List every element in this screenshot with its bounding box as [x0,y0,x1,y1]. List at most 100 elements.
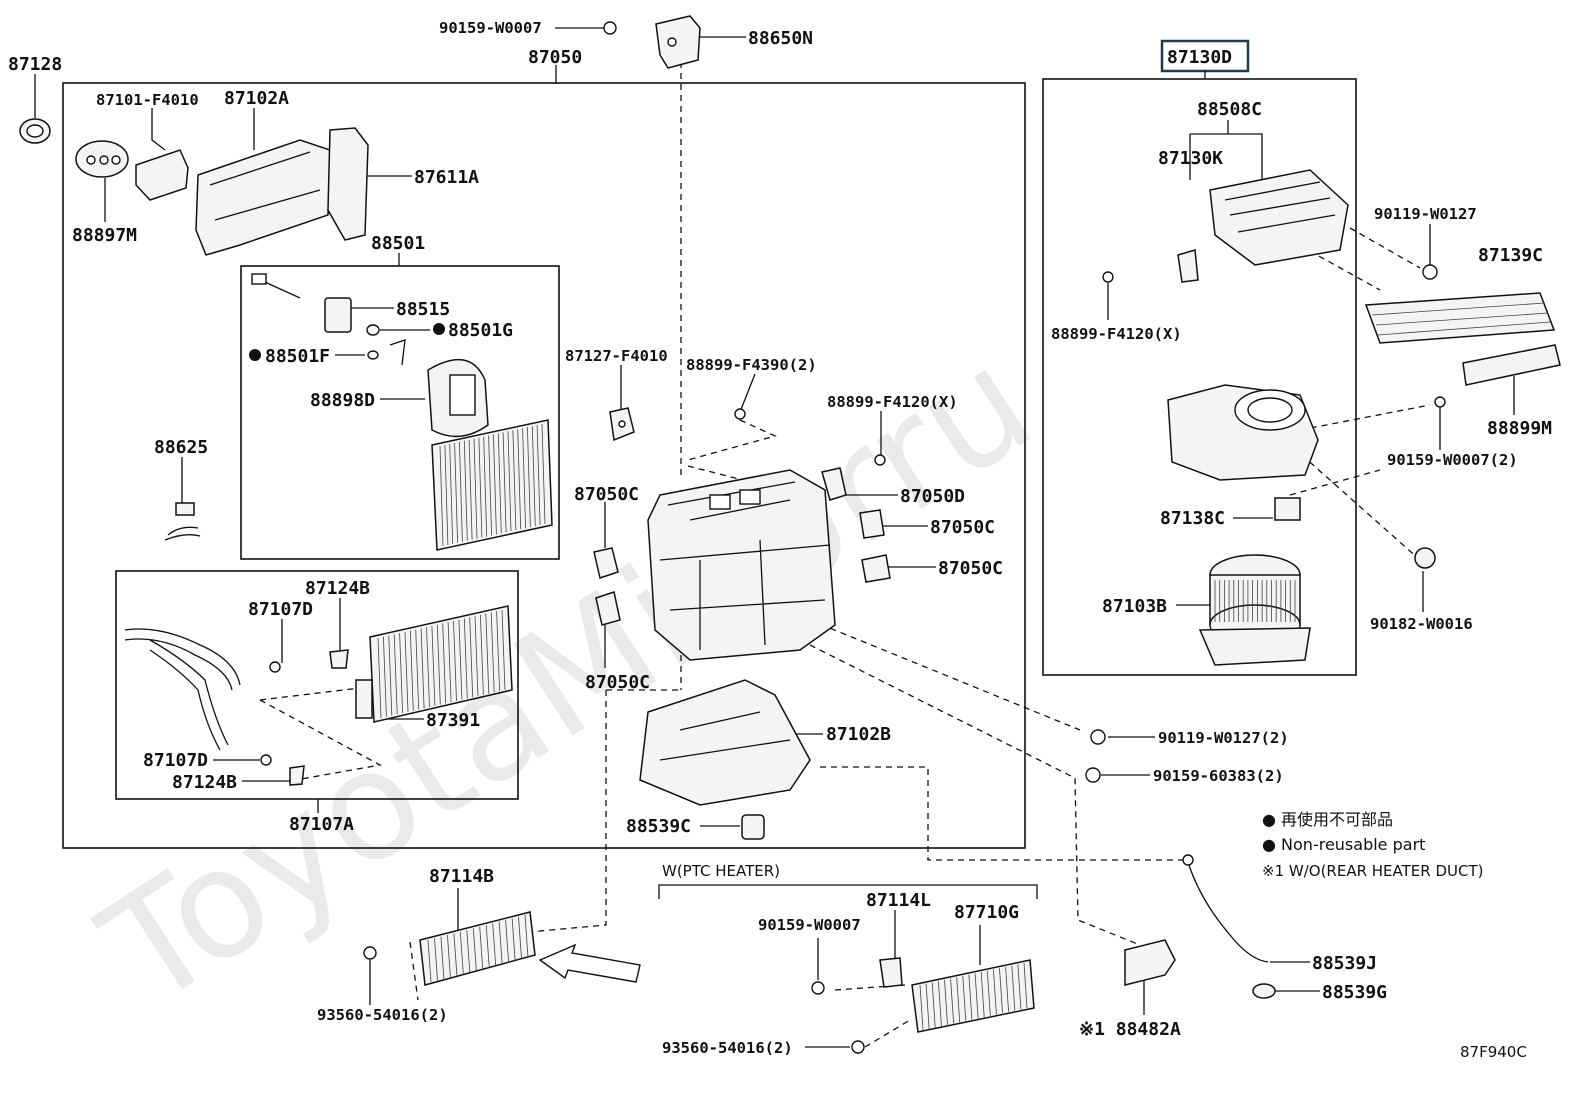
label-87107a: 87107A [289,814,354,835]
label-88899-f4390: 88899-F4390(2) [686,356,817,374]
label-drawing-code: 87F940C [1460,1043,1527,1061]
part-87710g-ptc-heater [851,959,1035,1054]
watermark: ToyotaMinorru [74,315,1061,1040]
label-90182-w0016: 90182-W0016 [1370,615,1473,633]
label-88501g: 88501G [448,320,513,341]
label-87114l: 87114L [866,890,931,911]
label-88501: 88501 [371,233,425,254]
label-88508c: 88508C [1197,99,1262,120]
label-88625: 88625 [154,437,208,458]
label-87124b-top: 87124B [305,578,370,599]
part-87050d-damper [821,467,847,501]
ptc-heater-bracket [658,884,1038,899]
label-88650n: 88650N [748,28,813,49]
airflow-arrow [538,943,641,983]
label-87050c-a: 87050C [574,484,639,505]
label-87128: 87128 [8,54,62,75]
dashed-assembly-lines [259,62,1431,1048]
label-87611a: 87611A [414,167,479,188]
label-87107d-bot: 87107D [143,750,208,771]
label-87102b: 87102B [826,724,891,745]
part-87128-grommet [19,118,51,144]
legend-line-1: ● 再使用不可部品 [1262,810,1393,829]
label-90119-w0127: 90119-W0127 [1374,205,1477,223]
label-87130d: 87130D [1167,47,1232,68]
part-88625-sensor [164,502,201,541]
part-87107-pipes [124,628,349,786]
assembly-box-87050 [62,82,1026,849]
part-87050c-damper-a [593,547,619,579]
label-90159-w0007-top: 90159-W0007 [439,19,542,37]
part-87130k-blower-upper [1177,169,1349,283]
label-87050c-b: 87050C [930,517,995,538]
label-88539g: 88539G [1322,982,1387,1003]
label-88482a: ※1 88482A [1079,1019,1181,1040]
label-88501f: 88501F [265,346,330,367]
part-88482a-duct [1124,939,1176,986]
part-87391-heater-core [355,605,513,723]
label-87050c-c: 87050C [938,558,1003,579]
label-88539j: 88539J [1312,953,1377,974]
part-heater-case-87050 [647,469,836,661]
label-90159-w0007-2: 90159-W0007(2) [1387,451,1518,469]
label-87102a: 87102A [224,88,289,109]
label-87050c-d: 87050C [585,672,650,693]
part-88899-f4390-screw [734,408,746,420]
part-88899-f4120-screw [874,454,886,466]
part-88899m-cover [1462,344,1561,386]
part-87101-clip [135,149,189,201]
label-87050d: 87050D [900,486,965,507]
label-88899-f4120-right: 88899-F4120(X) [1051,325,1182,343]
label-88897m: 88897M [72,225,137,246]
label-87101-f4010: 87101-F4010 [96,91,199,109]
label-88898d: 88898D [310,390,375,411]
part-88501g-oring [366,323,445,336]
label-87710g: 87710G [954,902,1019,923]
part-evaporator-core [431,419,553,551]
label-ptc-heater: W(PTC HEATER) [662,862,780,880]
part-87102b-case-lower [639,679,811,806]
part-88650n-bracket [603,15,701,69]
label-90159-60383: 90159-60383(2) [1153,767,1284,785]
part-88899-f4120-right-screw [1102,271,1114,283]
label-87139c: 87139C [1478,245,1543,266]
part-90119-w0127-2-screw [1090,729,1106,745]
part-87114l-bracket [811,957,903,995]
part-90159-w0007-right-screw [1434,396,1446,408]
label-87050: 87050 [528,47,582,68]
part-87139c-filter [1364,292,1556,344]
part-90182-nut [1414,547,1436,569]
label-87124b-bot: 87124B [172,772,237,793]
label-88899m: 88899M [1487,418,1552,439]
label-93560-bot: 93560-54016(2) [662,1039,793,1057]
label-87138c: 87138C [1160,508,1225,529]
label-88539c: 88539C [626,816,691,837]
part-87114b-grille [363,911,536,986]
label-90119-w0127-2: 90119-W0127(2) [1158,729,1289,747]
label-93560-left: 93560-54016(2) [317,1006,448,1024]
part-88501f-oring [249,339,406,366]
part-87050c-damper-b [859,509,885,539]
blower-assembly-box [1042,78,1357,676]
legend-line-2: ● Non-reusable part [1262,835,1425,854]
part-87611a-panel [327,127,369,241]
evaporator-sub-box [240,265,560,560]
label-88899-f4120-mid: 88899-F4120(X) [827,393,958,411]
part-87050c-damper-d [595,591,621,626]
label-87107d-top: 87107D [248,599,313,620]
label-90159-w0007-bot: 90159-W0007 [758,916,861,934]
part-87050c-damper-c [861,554,891,583]
part-88515-valve [251,273,352,333]
leader-lines [34,27,1515,1048]
label-87103b: 87103B [1102,596,1167,617]
label-87114b: 87114B [429,866,494,887]
part-88539j-hose [1182,854,1269,963]
part-87138c-resistor [1274,497,1301,521]
part-88897m-seal [75,140,129,178]
label-88515: 88515 [396,299,450,320]
label-87130k: 87130K [1158,148,1223,169]
heater-core-sub-box [115,570,519,800]
part-88539c-drain [741,814,765,840]
label-87127-f4010: 87127-F4010 [565,347,668,365]
